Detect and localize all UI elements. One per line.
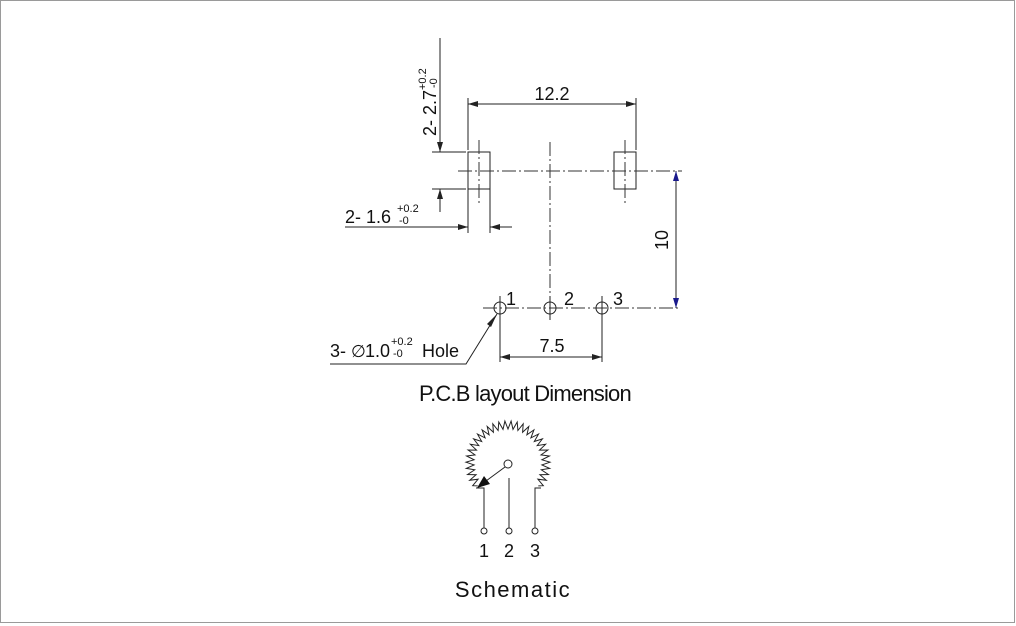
pad-height-tol-minus: -0: [428, 78, 440, 88]
pin-3-terminal: [531, 527, 539, 535]
resistor-arc: [464, 419, 552, 487]
potentiometer-schematic: 1 2 3: [464, 419, 552, 561]
diameter-symbol: ∅: [351, 342, 366, 361]
pad-pitch-label: 12.2: [534, 84, 569, 104]
pad-width-tol-minus: -0: [399, 215, 409, 227]
hole-tol-minus: -0: [393, 348, 403, 360]
pad-pitch-dimension: 12.2: [467, 84, 637, 150]
hole-diameter: 1.0: [365, 341, 390, 361]
hole-suffix: Hole: [422, 341, 459, 361]
wiper-pivot: [503, 459, 513, 469]
pin-holes: 1 2 3: [493, 289, 623, 315]
wiper-arrow-icon: [477, 476, 490, 488]
pad-width-tol-plus: +0.2: [397, 203, 419, 215]
pad-height-dimension: 2- 2.7 +0.2 -0: [417, 38, 466, 212]
pad-width-label: 2- 1.6: [345, 207, 391, 227]
hole-3: [595, 301, 609, 315]
pad-height-tol-plus: +0.2: [417, 68, 429, 90]
pin-pitch-label: 7.5: [539, 336, 564, 356]
schematic-pin-label-1: 1: [479, 541, 489, 561]
hole-prefix: 3-: [330, 341, 346, 361]
hole-tol-plus: +0.2: [391, 336, 413, 348]
schematic-title: Schematic: [455, 577, 571, 602]
schematic-pin-label-2: 2: [504, 541, 514, 561]
pad-width-dimension: 2- 1.6 +0.2 -0: [345, 189, 512, 233]
pin-1-lead: [476, 487, 485, 528]
pin-label-3: 3: [613, 289, 623, 309]
pin-label-2: 2: [564, 289, 574, 309]
pin-pitch-dimension: 7.5: [500, 336, 602, 360]
schematic-pin-label-3: 3: [530, 541, 540, 561]
hole-2: [543, 301, 557, 315]
pin-label-1: 1: [506, 289, 516, 309]
pin-2-terminal: [505, 527, 513, 535]
hole-1: [493, 301, 507, 315]
pcb-layout-title: P.C.B layout Dimension: [419, 381, 631, 406]
center-lines: [458, 140, 682, 362]
row-spacing-dimension: 10: [652, 171, 679, 308]
row-spacing-label: 10: [652, 230, 672, 250]
pin-1-terminal: [480, 527, 488, 535]
pad-height-label: 2- 2.7: [420, 90, 440, 136]
hole-callout: 3- ∅ 1.0 +0.2 -0 Hole: [330, 313, 498, 365]
wiper-line: [485, 466, 506, 482]
pin-3-lead: [534, 487, 541, 528]
